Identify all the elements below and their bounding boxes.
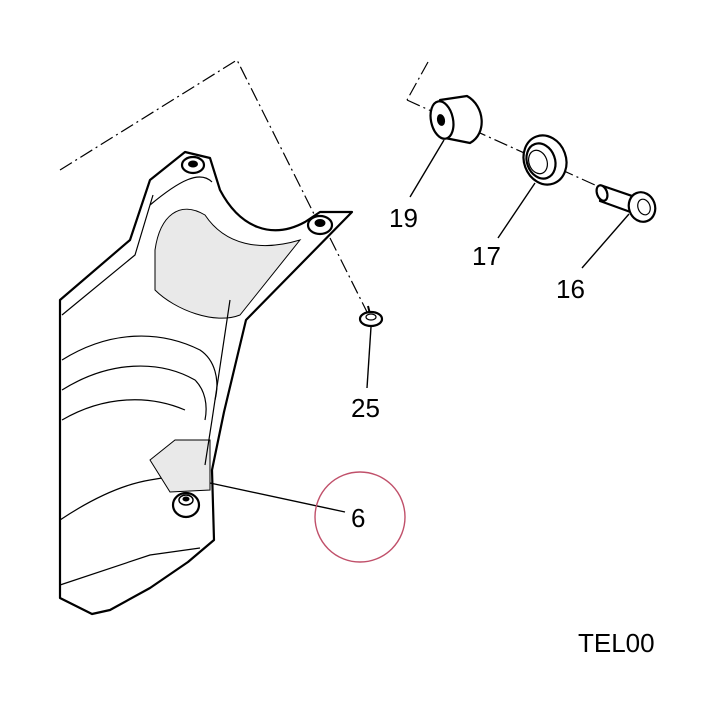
callout-17: 17: [472, 241, 501, 271]
panel-contour-1: [61, 335, 218, 401]
grommet-top-right: [306, 214, 334, 236]
panel-lower-pad: [149, 439, 211, 493]
underbody-panel-part: [58, 150, 354, 616]
panel-bottom-edge: [59, 547, 201, 586]
leader-16: [581, 213, 630, 269]
callout-16: 16: [556, 274, 585, 304]
washer-part: [522, 134, 568, 186]
panel-lower-ridge: [59, 469, 211, 521]
panel-recess: [154, 208, 302, 319]
leader-17: [497, 182, 536, 239]
callout-25: 25: [351, 393, 380, 423]
spacer-bushing-part: [429, 94, 483, 145]
leader-6: [209, 482, 346, 513]
leader-19: [409, 139, 445, 198]
alignment-line-fastener: [329, 237, 368, 313]
panel-side-flange: [204, 299, 231, 466]
highlight-circle: [314, 471, 406, 563]
callout-19: 19: [389, 203, 418, 233]
panel-outline: [58, 150, 354, 616]
push-clip-part: [358, 305, 384, 328]
diagram-reference-code: TEL00: [578, 628, 655, 658]
grommet-bottom: [171, 491, 201, 519]
leader-lines: [209, 139, 630, 513]
bolt-part: [595, 184, 657, 223]
panel-edge-inner: [61, 194, 154, 316]
panel-rim-top: [149, 176, 213, 206]
grommet-top-left: [180, 155, 206, 175]
alignment-line-top: [406, 61, 429, 101]
panel-contour-2: [61, 365, 207, 421]
callout-6: 6: [351, 503, 365, 533]
leader-25: [366, 326, 372, 389]
panel-contour-3: [61, 399, 186, 421]
